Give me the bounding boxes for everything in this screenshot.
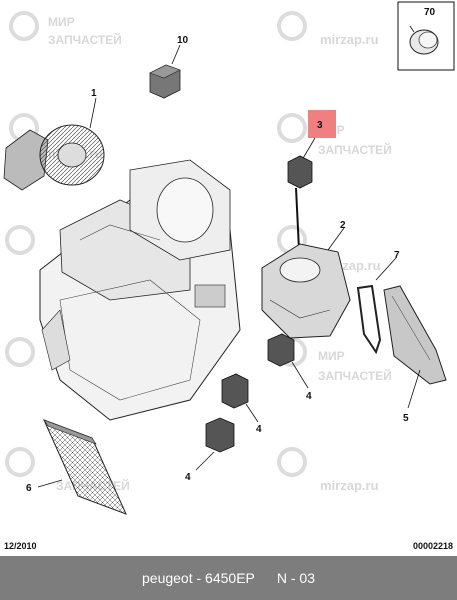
- watermark-line2: ЗАПЧАСТЕЙ: [48, 32, 122, 47]
- diagram-date: 12/2010: [4, 541, 37, 551]
- hvac-housing: [39, 159, 241, 421]
- part-4-actuator-c: 4: [185, 417, 235, 483]
- callout-1: 1: [91, 88, 97, 99]
- part-4-actuator-a: 4: [267, 333, 312, 402]
- callout-4: 4: [185, 472, 191, 483]
- callout-70: 70: [424, 7, 436, 18]
- callout-3-highlight: [308, 110, 336, 138]
- exploded-parts-diagram: МИР ЗАПЧАСТЕЙ mirzap.ru mirzap.ru МИР ЗА…: [3, 1, 455, 515]
- watermark-line1: МИР: [318, 349, 345, 363]
- callout-4: 4: [256, 424, 262, 435]
- part-5-cover: 5: [383, 285, 447, 424]
- callout-7: 7: [394, 250, 400, 261]
- footer-brand: peugeot - 6450EP: [142, 570, 255, 586]
- watermark-line2: ЗАПЧАСТЕЙ: [318, 368, 392, 383]
- part-1-blower: 1: [3, 88, 105, 191]
- watermark-line1: МИР: [48, 15, 75, 29]
- part-10-resistor: 10: [149, 35, 189, 99]
- watermark-line2: ЗАПЧАСТЕЙ: [318, 142, 392, 157]
- footer-section: N - 03: [276, 570, 315, 586]
- part-6-filter: 6: [26, 419, 127, 515]
- diagram-reference: 00002218: [412, 541, 453, 551]
- callout-6: 6: [26, 483, 32, 494]
- part-70-inset: 70: [397, 1, 455, 71]
- watermark-site: mirzap.ru: [320, 32, 379, 47]
- callout-5: 5: [403, 413, 409, 424]
- watermark-site: mirzap.ru: [320, 478, 379, 493]
- part-7-seal: 7: [356, 250, 400, 355]
- callout-2: 2: [340, 220, 346, 231]
- callout-4: 4: [306, 391, 312, 402]
- part-3-connector: 3: [287, 110, 336, 271]
- callout-3: 3: [317, 120, 323, 131]
- footer-bar: peugeot - 6450EP N - 03: [0, 556, 457, 600]
- part-4-actuator-b: 4: [221, 373, 262, 435]
- part-2-housing: 2: [261, 220, 351, 339]
- callout-10: 10: [177, 35, 189, 46]
